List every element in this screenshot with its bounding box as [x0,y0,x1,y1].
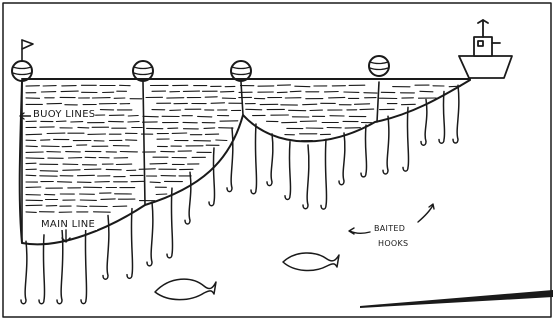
baited-hook [303,145,309,209]
hatch-stroke [211,103,224,104]
hatch-stroke [420,91,433,92]
baited-hook [209,148,215,206]
hatch-stroke [26,134,42,135]
buoy-lines-text: BUOY LINES [33,109,95,120]
baited-hooks-text-2: HOOKS [378,239,408,248]
hatch-stroke [58,182,72,183]
flag-icon [22,40,33,49]
hatch-stroke [360,109,374,110]
fishing-vessel [459,20,512,78]
baited-hook [81,222,87,304]
baited-hook [57,229,63,304]
hatch-stroke [139,169,155,170]
baited-hook [227,128,233,192]
baited-hook [167,188,173,258]
baited-hook [453,85,459,143]
baited-hook [185,172,191,224]
hatch-stroke [295,86,310,87]
hatch-stroke [221,91,234,92]
baited-hook [403,107,409,171]
baited-hooks-text-1: BAITED [374,224,405,233]
baited-hook [147,202,153,266]
buoy-lines-label: BUOY LINES [20,107,95,120]
baited-hook [339,133,345,185]
hatch-stroke [150,163,167,164]
hatch-stroke [290,91,301,92]
hatch-stroke [329,97,345,98]
water-hatching [26,85,461,212]
hatch-stroke [78,127,89,128]
hatch-stroke [40,171,57,172]
baited-hooks-label: BAITED HOOKS [349,204,434,250]
baited-hook [127,209,133,279]
baited-hook [321,139,327,209]
hatch-stroke [198,116,212,117]
hatch-stroke [303,104,317,105]
baited-hook [267,134,273,186]
baited-hook [361,125,367,177]
baited-hook [103,215,109,279]
baited-hook [439,91,445,143]
hatch-stroke [61,91,78,92]
hatch-stroke [77,206,87,207]
fish-icon [283,253,339,271]
hatch-stroke [26,158,44,159]
baited-hook [383,116,389,174]
fish-icon [155,279,216,300]
hatch-stroke [26,146,37,147]
hatch-stroke [26,175,36,176]
baited-hook [21,241,27,303]
hatch-stroke [26,212,36,213]
hatch-stroke [355,104,370,105]
buoy [369,56,389,76]
hatch-stroke [128,116,138,117]
hatch-stroke [63,170,80,171]
hatch-stroke [128,122,139,123]
hatch-stroke [246,109,262,110]
hatch-stroke [156,194,167,195]
main-line-text: MAIN LINE [41,219,95,230]
baited-hook [285,142,291,200]
hatch-stroke [150,182,160,183]
hatch-stroke [216,140,227,141]
main-line-label: MAIN LINE [39,217,97,242]
hatch-stroke [143,116,158,117]
buoy [12,40,33,81]
baited-hook [251,124,257,194]
hatch-stroke [101,199,115,200]
scan-edge-mark [360,290,553,308]
